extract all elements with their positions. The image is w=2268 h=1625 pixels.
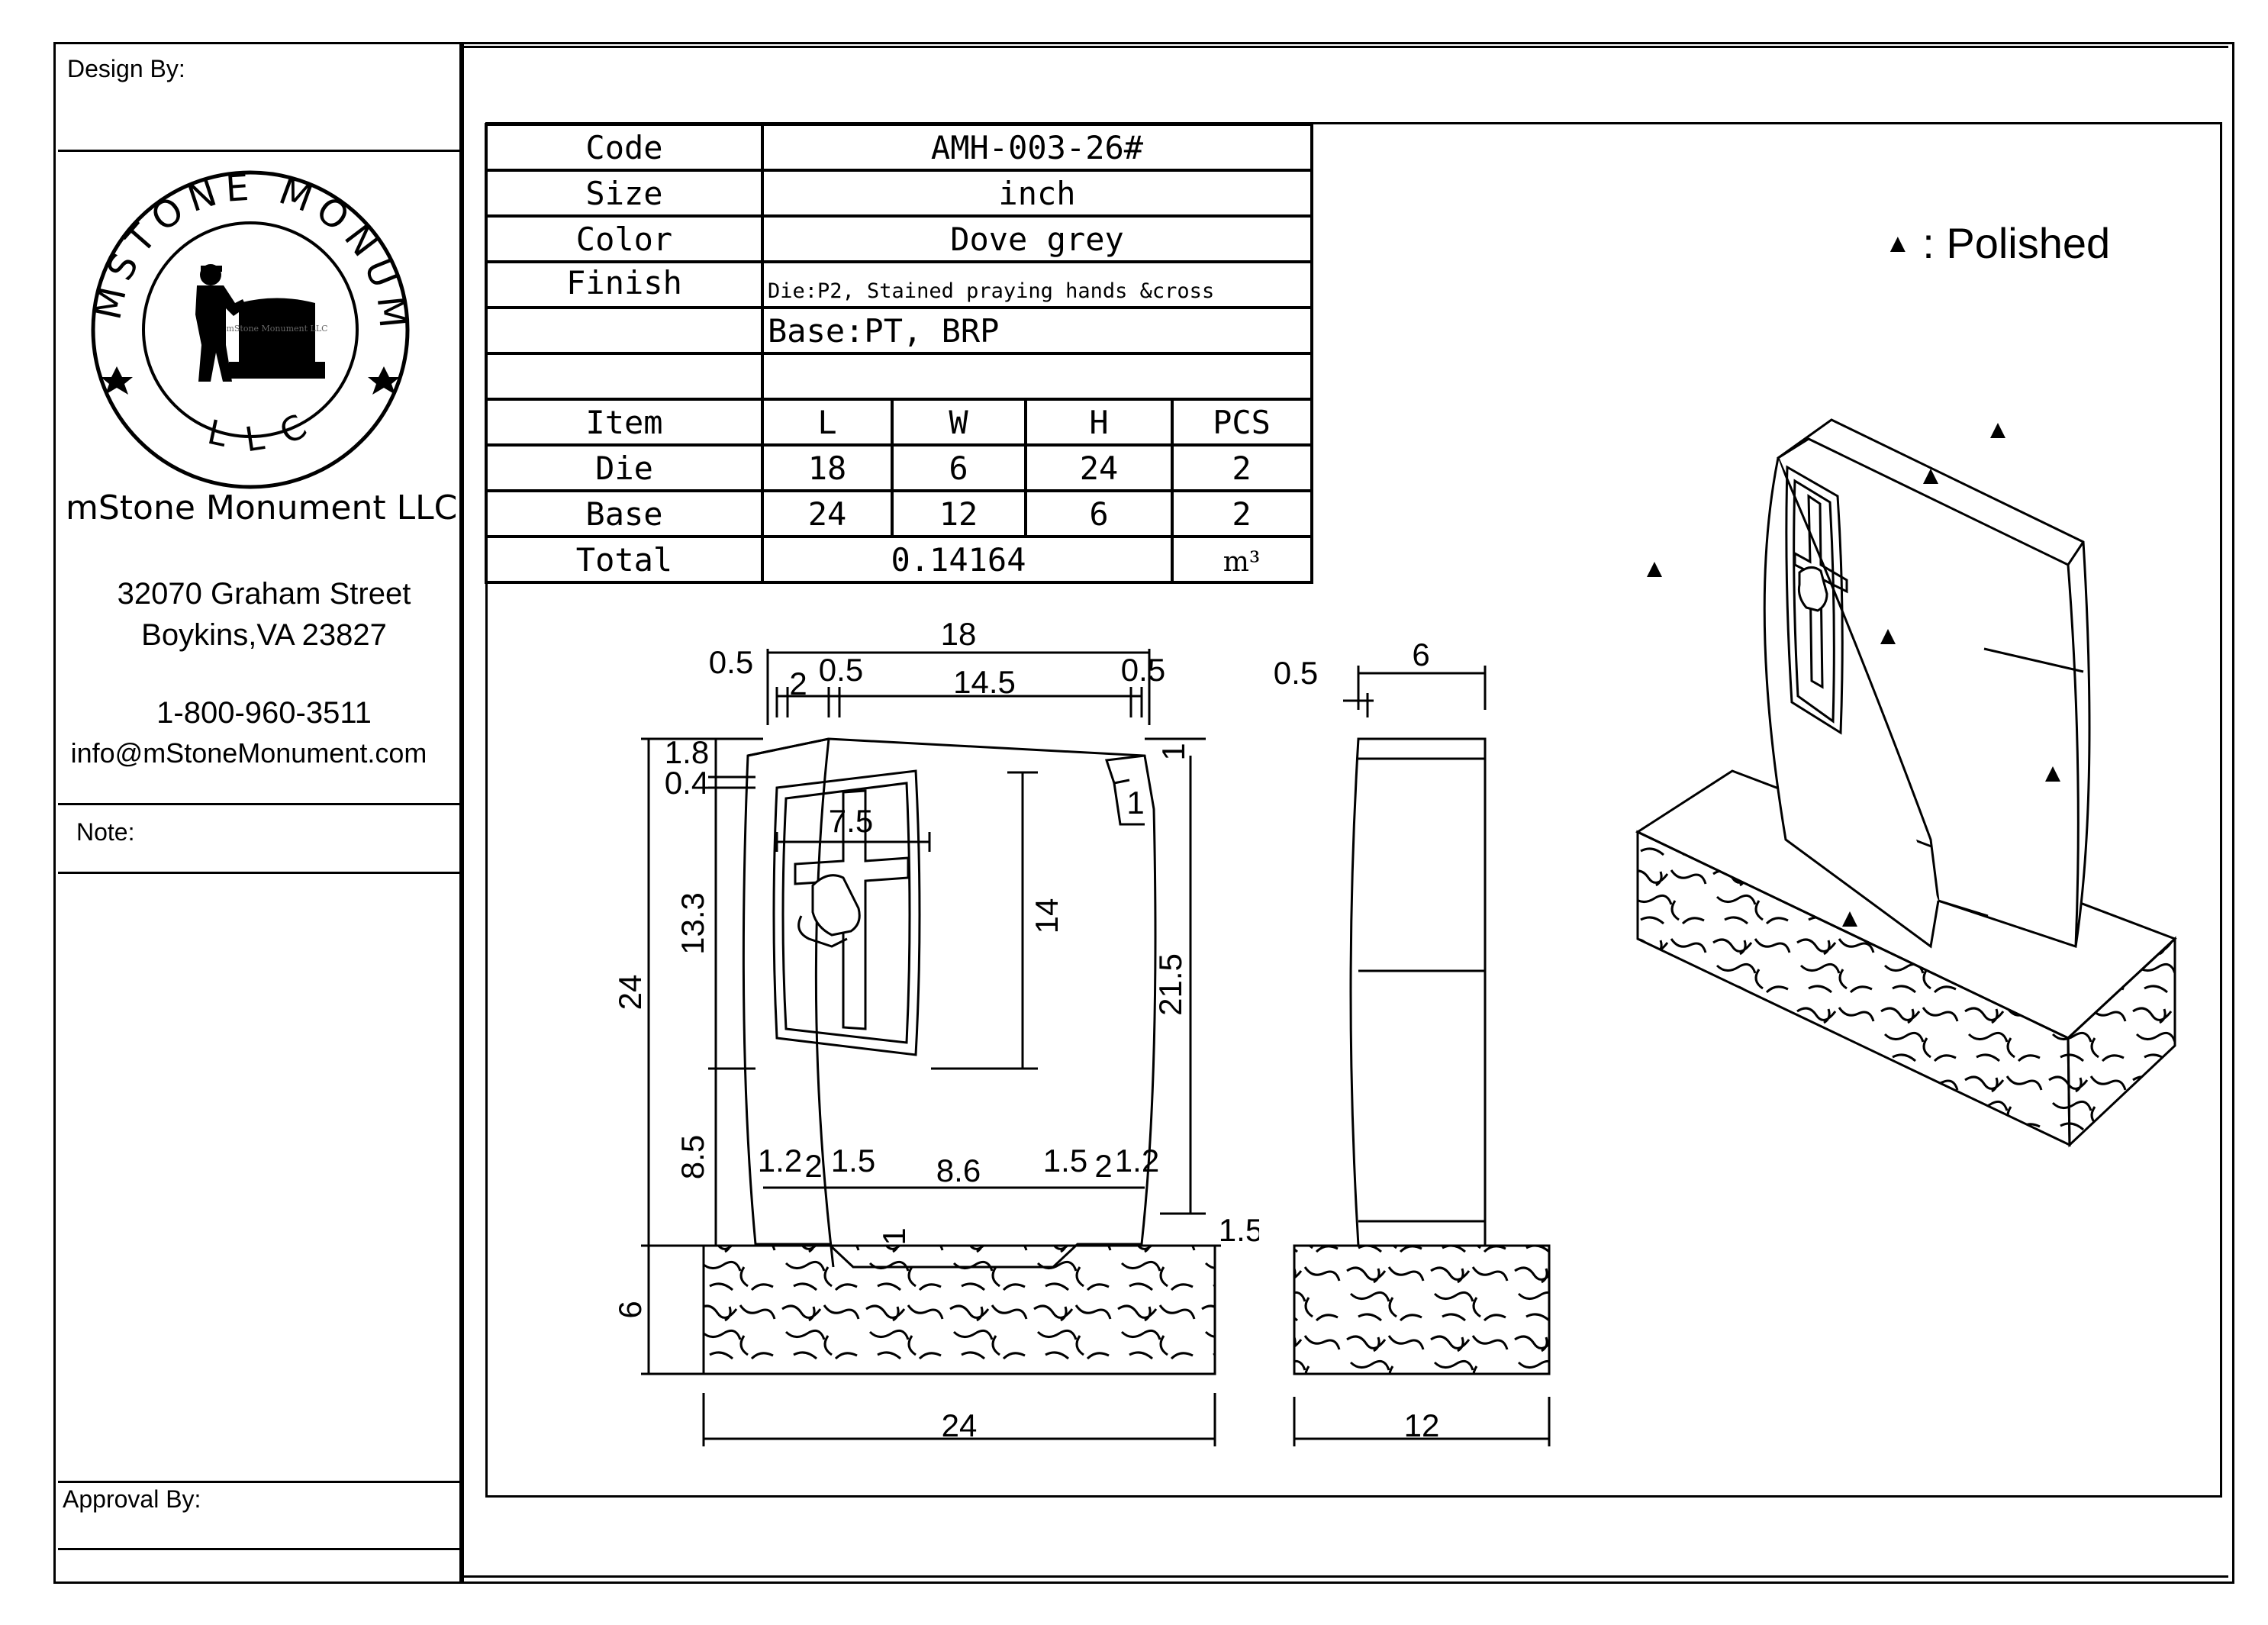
design-by-label: Design By:: [67, 55, 185, 82]
base-name: Base: [585, 495, 662, 533]
w-header: W: [949, 404, 968, 441]
drawing-area-border: [485, 122, 2222, 1498]
polished-triangle-icon: ▲: [1885, 229, 1911, 258]
drawing-top-line: [464, 46, 2228, 48]
front-top-1: 1.8: [665, 734, 709, 770]
spec-label-size: Size: [585, 175, 662, 212]
spec-label-code: Code: [585, 129, 662, 166]
spec-value-finish: Die:P2, Stained praying hands &cross: [768, 279, 1214, 303]
isometric-view-drawing: [1635, 418, 2177, 1148]
l-header: L: [817, 404, 836, 441]
sidebar-line-3: [58, 872, 459, 874]
right-star-icon: [368, 366, 400, 395]
logo-ring-llc: LLC: [204, 395, 333, 459]
front-panel-height: 13.3: [675, 892, 710, 955]
spec-value-code: AMH-003-26#: [931, 129, 1144, 166]
sidebar-line-2: [58, 803, 459, 805]
left-star-icon: [101, 366, 133, 395]
address-line-1: 32070 Graham Street: [117, 577, 411, 611]
front-bottom-mid: 8.6: [936, 1153, 981, 1188]
base-width: 12: [939, 495, 978, 533]
stone-carver-icon: [195, 264, 246, 382]
front-bottom-right-a: 1.2: [1115, 1143, 1159, 1178]
sidebar-line-4: [58, 1481, 459, 1483]
front-base-height: 6: [612, 1301, 648, 1318]
die-pcs: 2: [1232, 450, 1251, 487]
front-cross-height: 14: [1029, 898, 1065, 934]
company-logo: MSTONE MONUMENT LLC mStone Monument LLC: [82, 169, 410, 489]
spec-label-color: Color: [576, 221, 672, 258]
headstone-icon: mStone Monument LLC: [226, 298, 328, 379]
total-value: 0.14164: [891, 541, 1026, 579]
drawing-bottom-line: [464, 1575, 2228, 1578]
front-total-height: 24: [612, 975, 648, 1011]
front-inner-width: 14.5: [953, 664, 1016, 700]
item-header: Item: [585, 404, 662, 441]
front-base-width: 24: [942, 1407, 978, 1443]
phone-number: 1-800-960-3511: [156, 696, 372, 730]
front-bottom-left-c: 1.5: [831, 1143, 875, 1178]
side-depth: 6: [1412, 641, 1429, 672]
front-panel-width: 7.5: [829, 803, 873, 839]
front-bottom-left-a: 1.2: [758, 1143, 802, 1178]
svg-text:mStone Monument LLC: mStone Monument LLC: [226, 324, 327, 334]
side-offset: 0.5: [1274, 655, 1318, 691]
front-base-offset: 1.5: [1219, 1212, 1259, 1248]
front-corner-a: 1: [1155, 743, 1191, 760]
note-label: Note:: [76, 818, 135, 846]
front-left-margin: 0.5: [709, 644, 753, 680]
pcs-header: PCS: [1213, 404, 1271, 441]
polished-markers: [1647, 423, 2060, 927]
total-unit: m³: [1223, 547, 1261, 578]
front-bottom-left-b: 2: [804, 1148, 822, 1184]
sidebar-line-5: [58, 1548, 459, 1550]
side-base-depth: 12: [1404, 1407, 1440, 1443]
email-address: info@mStoneMonument.com: [70, 737, 427, 769]
die-height: 24: [1080, 450, 1119, 487]
front-bottom-notch: 1: [876, 1227, 912, 1245]
front-lower-height: 8.5: [675, 1135, 710, 1179]
address-line-2: Boykins,VA 23827: [141, 618, 387, 652]
front-bottom-right-b: 2: [1094, 1148, 1112, 1184]
drawing-frame: [53, 42, 2234, 1584]
base-height: 6: [1089, 495, 1108, 533]
polished-legend: ▲ : Polished: [1885, 218, 2110, 268]
front-right-margin: 0.5: [1121, 652, 1165, 688]
front-right-height: 21.5: [1152, 953, 1188, 1016]
sidebar-divider: [459, 42, 464, 1584]
spec-value-base: Base:PT, BRP: [768, 312, 999, 350]
front-inner-left: 0.5: [819, 652, 863, 688]
front-left-inset: 2: [789, 666, 807, 701]
front-corner-b: 1: [1126, 785, 1144, 821]
die-length: 18: [808, 450, 847, 487]
front-overall-width: 18: [941, 616, 977, 652]
front-view-drawing: 18 0.5 2 0.5 14.5 0.5 1.8 0.4 7.5 13.3 1…: [612, 616, 1259, 1446]
base-pcs: 2: [1232, 495, 1251, 533]
spec-label-finish: Finish: [566, 264, 682, 301]
spec-value-size: inch: [998, 175, 1075, 212]
approval-by-label: Approval By:: [63, 1485, 201, 1513]
company-name: mStone Monument LLC: [66, 488, 458, 527]
base-length: 24: [808, 495, 847, 533]
polished-legend-text: : Polished: [1922, 219, 2111, 267]
die-name: Die: [595, 450, 653, 487]
spec-value-color: Dove grey: [950, 221, 1124, 258]
sidebar-line-1: [58, 150, 459, 152]
front-top-2: 0.4: [665, 765, 709, 801]
spec-table: Code AMH-003-26# Size inch Color Dove gr…: [485, 123, 1313, 584]
front-bottom-right-c: 1.5: [1043, 1143, 1087, 1178]
die-width: 6: [949, 450, 968, 487]
h-header: H: [1089, 404, 1108, 441]
side-view-drawing: 6 0.5 12: [1274, 641, 1551, 1446]
total-label: Total: [576, 541, 672, 579]
